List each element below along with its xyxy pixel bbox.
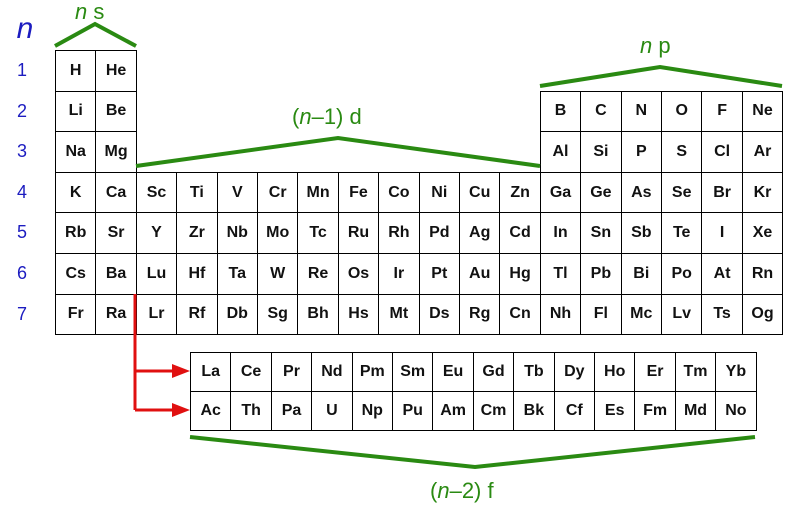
element-cell: Mn [297, 171, 339, 214]
element-cell: Os [337, 253, 380, 295]
n-header: n [16, 12, 34, 45]
element-cell: Fr [55, 293, 97, 336]
p-block-bracket [539, 64, 783, 88]
element-cell: Mg [95, 131, 137, 173]
period-number: 5 [16, 222, 27, 243]
element-cell: Po [661, 253, 703, 295]
element-cell: At [701, 253, 743, 295]
element-cell: Rg [459, 293, 501, 336]
element-cell: Bh [297, 293, 339, 336]
f-element-cell: Sm [392, 352, 434, 392]
element-cell: Bi [620, 253, 662, 295]
element-cell: O [661, 90, 703, 133]
element-cell: Sc [135, 171, 178, 214]
f-element-cell: Cm [472, 391, 515, 431]
d-block-label: (n–1) d [292, 104, 362, 129]
element-cell: Kr [741, 171, 784, 214]
period-number: 7 [16, 303, 27, 324]
element-cell: Sg [257, 293, 299, 336]
period-number: 4 [16, 181, 27, 202]
element-cell: Rf [176, 293, 218, 336]
actinide-arrow-head [172, 403, 190, 417]
element-cell: Fl [580, 293, 622, 336]
element-cell: Hs [337, 293, 380, 336]
element-cell: W [257, 253, 299, 295]
element-cell: Og [741, 293, 784, 336]
element-cell: Cl [701, 131, 743, 173]
period-number: 1 [16, 60, 27, 80]
element-cell: Sb [620, 212, 662, 254]
f-element-cell: Pa [270, 391, 313, 431]
f-element-cell: Am [432, 391, 474, 431]
element-cell: Lu [135, 253, 178, 295]
element-cell: Al [539, 131, 582, 173]
s-block-label: n s [75, 0, 105, 24]
element-cell: N [620, 90, 662, 133]
element-cell: Fe [337, 171, 380, 214]
f-element-cell: Pu [392, 391, 434, 431]
f-element-cell: Pr [270, 352, 313, 392]
element-cell: Se [661, 171, 703, 214]
f-element-cell: Bk [513, 391, 555, 431]
element-cell: Sn [580, 212, 622, 254]
element-cell: Mc [620, 293, 662, 336]
period-number: 3 [16, 141, 27, 162]
element-cell: Ta [216, 253, 258, 295]
element-cell: Ni [418, 171, 460, 214]
f-element-cell: Dy [553, 352, 595, 392]
period-number: 2 [16, 100, 27, 121]
period-number: 6 [16, 263, 27, 283]
element-cell: Cn [499, 293, 541, 336]
element-cell: H [55, 50, 97, 92]
f-element-cell: Th [230, 391, 272, 431]
element-cell: Pb [580, 253, 622, 295]
f-element-cell: Cf [553, 391, 595, 431]
f-element-cell: Ce [230, 352, 272, 392]
s-block-bracket [54, 21, 137, 48]
element-cell: Hf [176, 253, 218, 295]
element-cell: Cs [55, 253, 97, 295]
f-element-cell: Md [674, 391, 717, 431]
element-cell: Rb [55, 212, 97, 254]
element-cell: Tc [297, 212, 339, 254]
element-cell: Tl [539, 253, 582, 295]
f-element-cell: Tb [513, 352, 555, 392]
element-cell: Ra [95, 293, 137, 336]
element-cell: Db [216, 293, 258, 336]
element-cell: Zn [499, 171, 541, 214]
element-cell: Xe [741, 212, 784, 254]
element-cell: Ts [701, 293, 743, 336]
f-element-cell: Ac [190, 391, 232, 431]
f-element-cell: Yb [715, 352, 757, 392]
d-block-bracket [135, 135, 541, 168]
element-cell: Cu [459, 171, 501, 214]
lanthanide-arrow-head [172, 364, 190, 378]
element-cell: Co [378, 171, 420, 214]
element-cell: Lr [135, 293, 178, 336]
element-cell: Ne [741, 90, 784, 133]
f-element-cell: Eu [432, 352, 474, 392]
element-cell: Ag [459, 212, 501, 254]
element-cell: Nh [539, 293, 582, 336]
element-cell: Mt [378, 293, 420, 336]
element-cell: P [620, 131, 662, 173]
element-cell: I [701, 212, 743, 254]
element-cell: Mo [257, 212, 299, 254]
p-block-label: n p [640, 33, 671, 58]
f-block-bracket [189, 435, 756, 470]
element-cell: Te [661, 212, 703, 254]
f-element-cell: Fm [634, 391, 676, 431]
f-element-cell: Nd [311, 352, 353, 392]
f-element-cell: No [715, 391, 757, 431]
element-cell: Rh [378, 212, 420, 254]
element-cell: Cd [499, 212, 541, 254]
element-cell: Ge [580, 171, 622, 214]
f-block-label: (n–2) f [430, 478, 494, 503]
f-element-cell: Pm [351, 352, 393, 392]
